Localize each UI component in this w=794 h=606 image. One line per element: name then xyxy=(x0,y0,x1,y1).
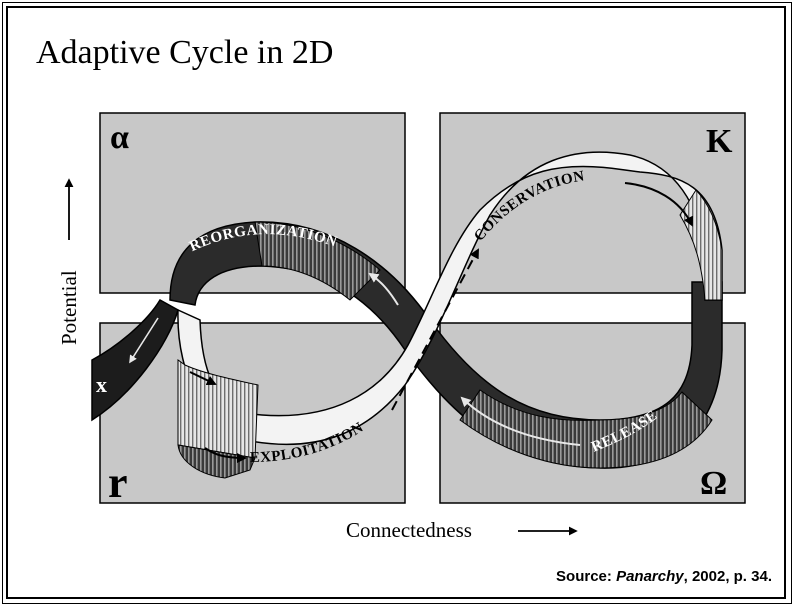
release-arrow xyxy=(460,396,581,446)
r-inner-arrow xyxy=(189,371,217,386)
exploitation-start-arrow xyxy=(204,447,247,463)
x-axis-label: Connectedness xyxy=(346,518,472,542)
r-striped-section xyxy=(177,359,259,459)
y-axis-label: Potential xyxy=(57,270,81,345)
quadrant-label-r: r xyxy=(108,458,128,507)
reorg-striped-section xyxy=(254,221,381,301)
exploitation-arrows xyxy=(391,248,479,411)
quadrant-label-alpha: α xyxy=(110,119,129,156)
conservation-arrow xyxy=(624,182,694,227)
source-citation: Source: Panarchy, 2002, p. 34. xyxy=(556,568,772,585)
figure-title: Adaptive Cycle in 2D xyxy=(36,34,334,71)
r-striped-edge xyxy=(177,444,256,479)
quadrant-label-omega: Ω xyxy=(700,465,727,502)
reorganization-arrow xyxy=(368,272,399,306)
source-prefix: Source: xyxy=(556,568,617,585)
exit-label: x xyxy=(96,372,107,397)
quadrant-label-k: K xyxy=(706,123,733,160)
source-suffix: , 2002, p. 34. xyxy=(683,568,772,585)
release-striped-section xyxy=(459,389,713,469)
exit-arrow xyxy=(129,317,159,364)
source-work: Panarchy xyxy=(616,568,684,585)
